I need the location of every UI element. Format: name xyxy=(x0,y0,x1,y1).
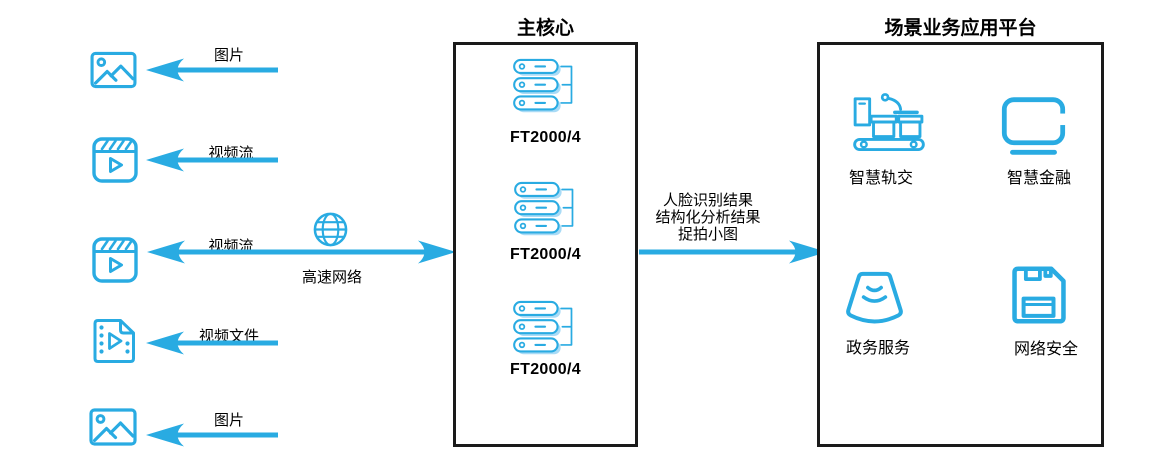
arrow-left-icon xyxy=(146,423,278,447)
server-stack-icon xyxy=(513,300,573,355)
output-line: 捉拍小图 xyxy=(677,226,738,243)
output-annotation: 人脸识别结果 结构化分析结果 捉拍小图 xyxy=(633,192,783,243)
arrow-left-icon xyxy=(146,58,278,82)
output-line: 结构化分析结果 xyxy=(655,209,761,226)
output-line: 人脸识别结果 xyxy=(662,192,753,209)
image-icon xyxy=(89,408,137,446)
platform-item-label: 网络安全 xyxy=(1013,341,1078,358)
video-stream-icon xyxy=(92,237,138,283)
platform-item-label: 政务服务 xyxy=(845,340,910,357)
server-label: FT2000/4 xyxy=(510,246,581,263)
source-label: 图片 xyxy=(213,412,244,429)
platform-item-label: 智慧金融 xyxy=(1006,170,1071,187)
arrow-left-icon xyxy=(146,148,278,172)
double-arrow-icon xyxy=(147,240,456,264)
floppy-disk-icon xyxy=(1012,266,1066,324)
server-label: FT2000/4 xyxy=(510,129,581,146)
source-label: 图片 xyxy=(213,47,244,64)
globe-icon xyxy=(313,212,348,247)
arrow-right-icon xyxy=(639,240,827,264)
server-stack-icon xyxy=(513,58,573,113)
fan-scan-icon xyxy=(846,271,903,324)
network-label: 高速网络 xyxy=(301,269,362,286)
server-label: FT2000/4 xyxy=(510,361,581,378)
finance-screen-icon xyxy=(1001,97,1067,155)
platform-box xyxy=(817,42,1104,447)
arrow-left-icon xyxy=(146,331,278,355)
conveyor-icon xyxy=(853,93,925,152)
image-icon xyxy=(90,51,137,89)
video-stream-icon xyxy=(92,137,138,183)
platform-item-label: 智慧轨交 xyxy=(848,170,913,187)
main-core-title: 主核心 xyxy=(516,18,574,39)
server-stack-icon xyxy=(514,181,574,236)
video-file-icon xyxy=(93,319,135,363)
platform-title: 场景业务应用平台 xyxy=(884,18,1037,39)
